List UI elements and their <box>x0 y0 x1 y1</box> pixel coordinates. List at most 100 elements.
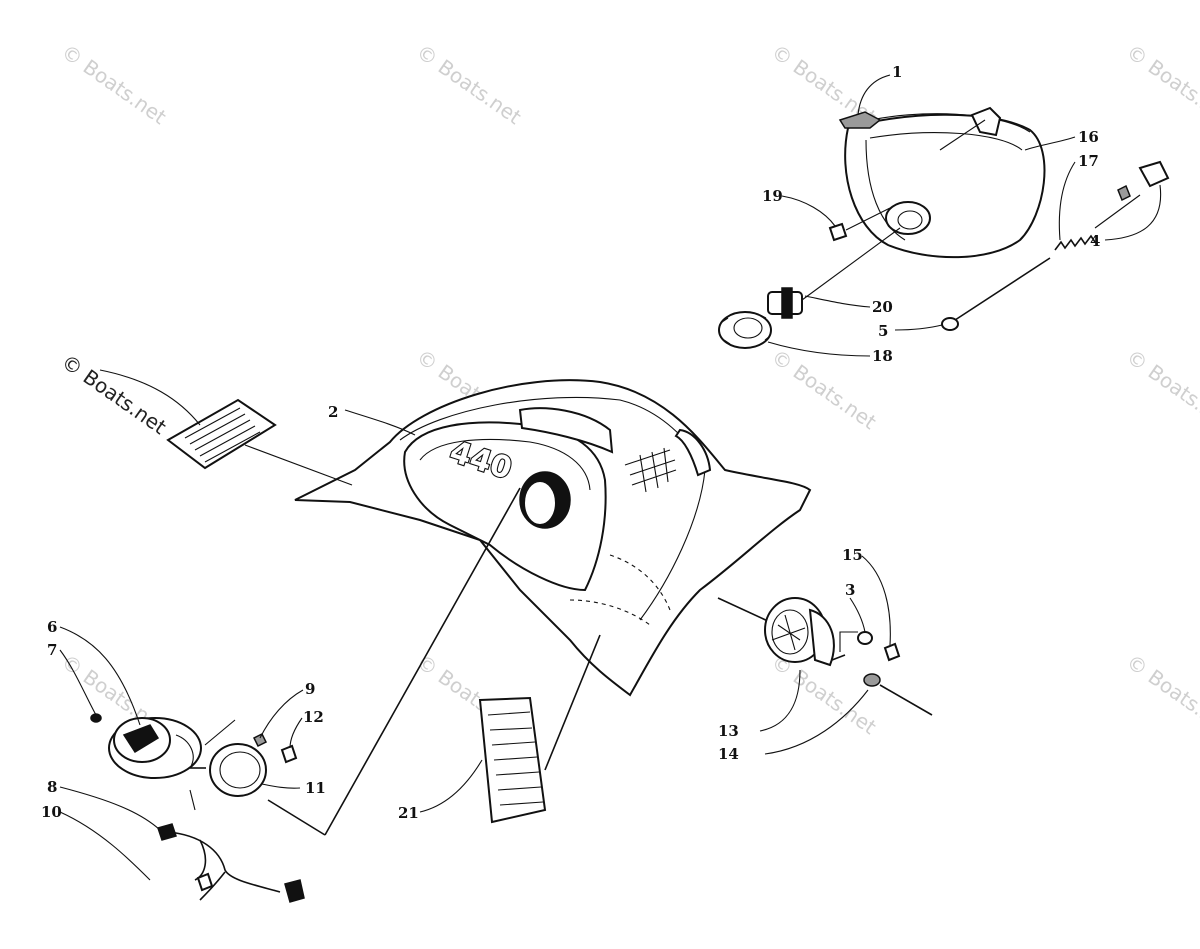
hood-top-strip <box>518 407 614 454</box>
callout-2: 2 <box>328 403 338 421</box>
callout-11: 11 <box>305 779 326 797</box>
gauge-window <box>403 421 607 592</box>
leader-18 <box>767 341 871 357</box>
callout-10: 10 <box>41 803 62 821</box>
headlight-assembly <box>718 106 1170 349</box>
upper-decal-leader <box>244 444 353 486</box>
switch-spokes <box>771 614 806 651</box>
switch-housing-inner <box>771 609 809 655</box>
leader-21 <box>419 759 483 813</box>
leader-1 <box>857 74 891 116</box>
callout-16: 16 <box>1078 128 1099 146</box>
callout-6: 6 <box>47 618 57 636</box>
leader-9 <box>259 689 304 739</box>
leader-11 <box>261 783 301 789</box>
upper-decal-plate <box>166 398 277 470</box>
adjust-washer <box>1117 184 1131 202</box>
leader-5 <box>894 324 943 331</box>
wiring-harness-branch <box>194 839 226 901</box>
leader-4 <box>1104 184 1162 241</box>
callout-21: 21 <box>398 804 419 822</box>
hood-panel: 440 <box>294 379 812 697</box>
gauge-hole-inner <box>523 480 557 526</box>
callout-17: 17 <box>1078 152 1099 170</box>
callout-8: 8 <box>47 778 57 796</box>
cable-line <box>879 684 933 716</box>
callout-9: 9 <box>305 680 315 698</box>
leader-7 <box>59 649 97 716</box>
bezel-ring <box>209 743 267 797</box>
speedometer-rim <box>175 734 194 769</box>
callout-numbers: 1 2 3 4 5 6 7 8 9 10 11 12 13 14 15 16 1… <box>41 63 1100 822</box>
lower-decal <box>478 634 601 824</box>
callout-4: 4 <box>1090 232 1100 250</box>
bracket-line <box>939 119 986 151</box>
switch-nut <box>883 642 901 662</box>
harness-connector-c <box>196 872 214 892</box>
leader-12 <box>289 717 303 749</box>
callout-14: 14 <box>718 745 739 763</box>
retaining-ring <box>718 311 772 349</box>
leader-20 <box>804 295 871 308</box>
headlight-housing <box>844 113 1046 259</box>
lower-decal-text-lines <box>487 711 544 806</box>
callout-20: 20 <box>872 298 893 316</box>
mounting-screw <box>828 222 848 242</box>
switch-bracket-line <box>839 631 858 652</box>
mounting-nut-a <box>252 732 268 748</box>
switch-body <box>808 608 835 667</box>
leader-19 <box>781 195 836 227</box>
watermark-mid-right-a: © Boats.net <box>767 344 881 434</box>
harness-connector-b <box>284 879 305 903</box>
bezel-ring-inner <box>219 751 261 789</box>
callout-3: 3 <box>845 581 855 599</box>
callout-12: 12 <box>303 708 324 726</box>
cable-fitting <box>863 673 881 687</box>
callout-19: 19 <box>762 187 783 205</box>
speedometer-bracket-line <box>189 719 236 811</box>
upper-decal-text-lines <box>184 407 261 463</box>
leader-14 <box>764 689 869 755</box>
watermark-mid-right-b: © Boats.net <box>1122 344 1200 434</box>
leader-15 <box>861 555 891 646</box>
housing-inner <box>865 132 1023 241</box>
callout-1: 1 <box>892 63 902 81</box>
adjust-screw-upper <box>1094 194 1141 229</box>
watermark-bottom-right-b: © Boats.net <box>1122 649 1200 739</box>
watermark-top-center: © Boats.net <box>412 39 526 129</box>
switch-assembly <box>717 597 933 716</box>
watermark-left-dark: © Boats.net <box>57 349 171 439</box>
switch-washer <box>857 631 873 645</box>
callout-7: 7 <box>47 641 57 659</box>
mounting-screw-line <box>845 207 891 231</box>
leader-13 <box>759 669 801 732</box>
leader-8 <box>59 786 161 831</box>
bulb-socket-inner <box>897 210 923 230</box>
harness-connector-a <box>157 823 177 841</box>
housing-rim <box>861 113 1031 133</box>
speedometer-to-hood-line <box>267 799 326 836</box>
adjust-screw-head <box>941 317 959 331</box>
hood-grille <box>624 447 677 493</box>
leader-16 <box>1024 136 1076 151</box>
leader-17 <box>1058 161 1076 241</box>
headlight-bulb <box>767 227 901 319</box>
switch-shaft <box>831 654 846 661</box>
callout-15: 15 <box>842 546 863 564</box>
switch-leader-line <box>717 597 771 623</box>
speedometer-screw <box>90 713 102 723</box>
watermark-top-left: © Boats.net <box>57 39 171 129</box>
adjust-nut <box>1138 160 1170 188</box>
leader-3 <box>849 597 866 633</box>
hood-side-vent <box>674 428 712 477</box>
adjust-screw-shaft <box>951 257 1051 323</box>
callout-leaders <box>59 74 1162 881</box>
leader-10 <box>59 811 151 881</box>
hood-contour <box>569 554 671 626</box>
leader-2 <box>344 409 416 436</box>
callout-13: 13 <box>718 722 739 740</box>
wiring-harness <box>167 831 281 893</box>
leader-decal <box>99 369 201 426</box>
lower-decal-plate <box>478 696 547 824</box>
